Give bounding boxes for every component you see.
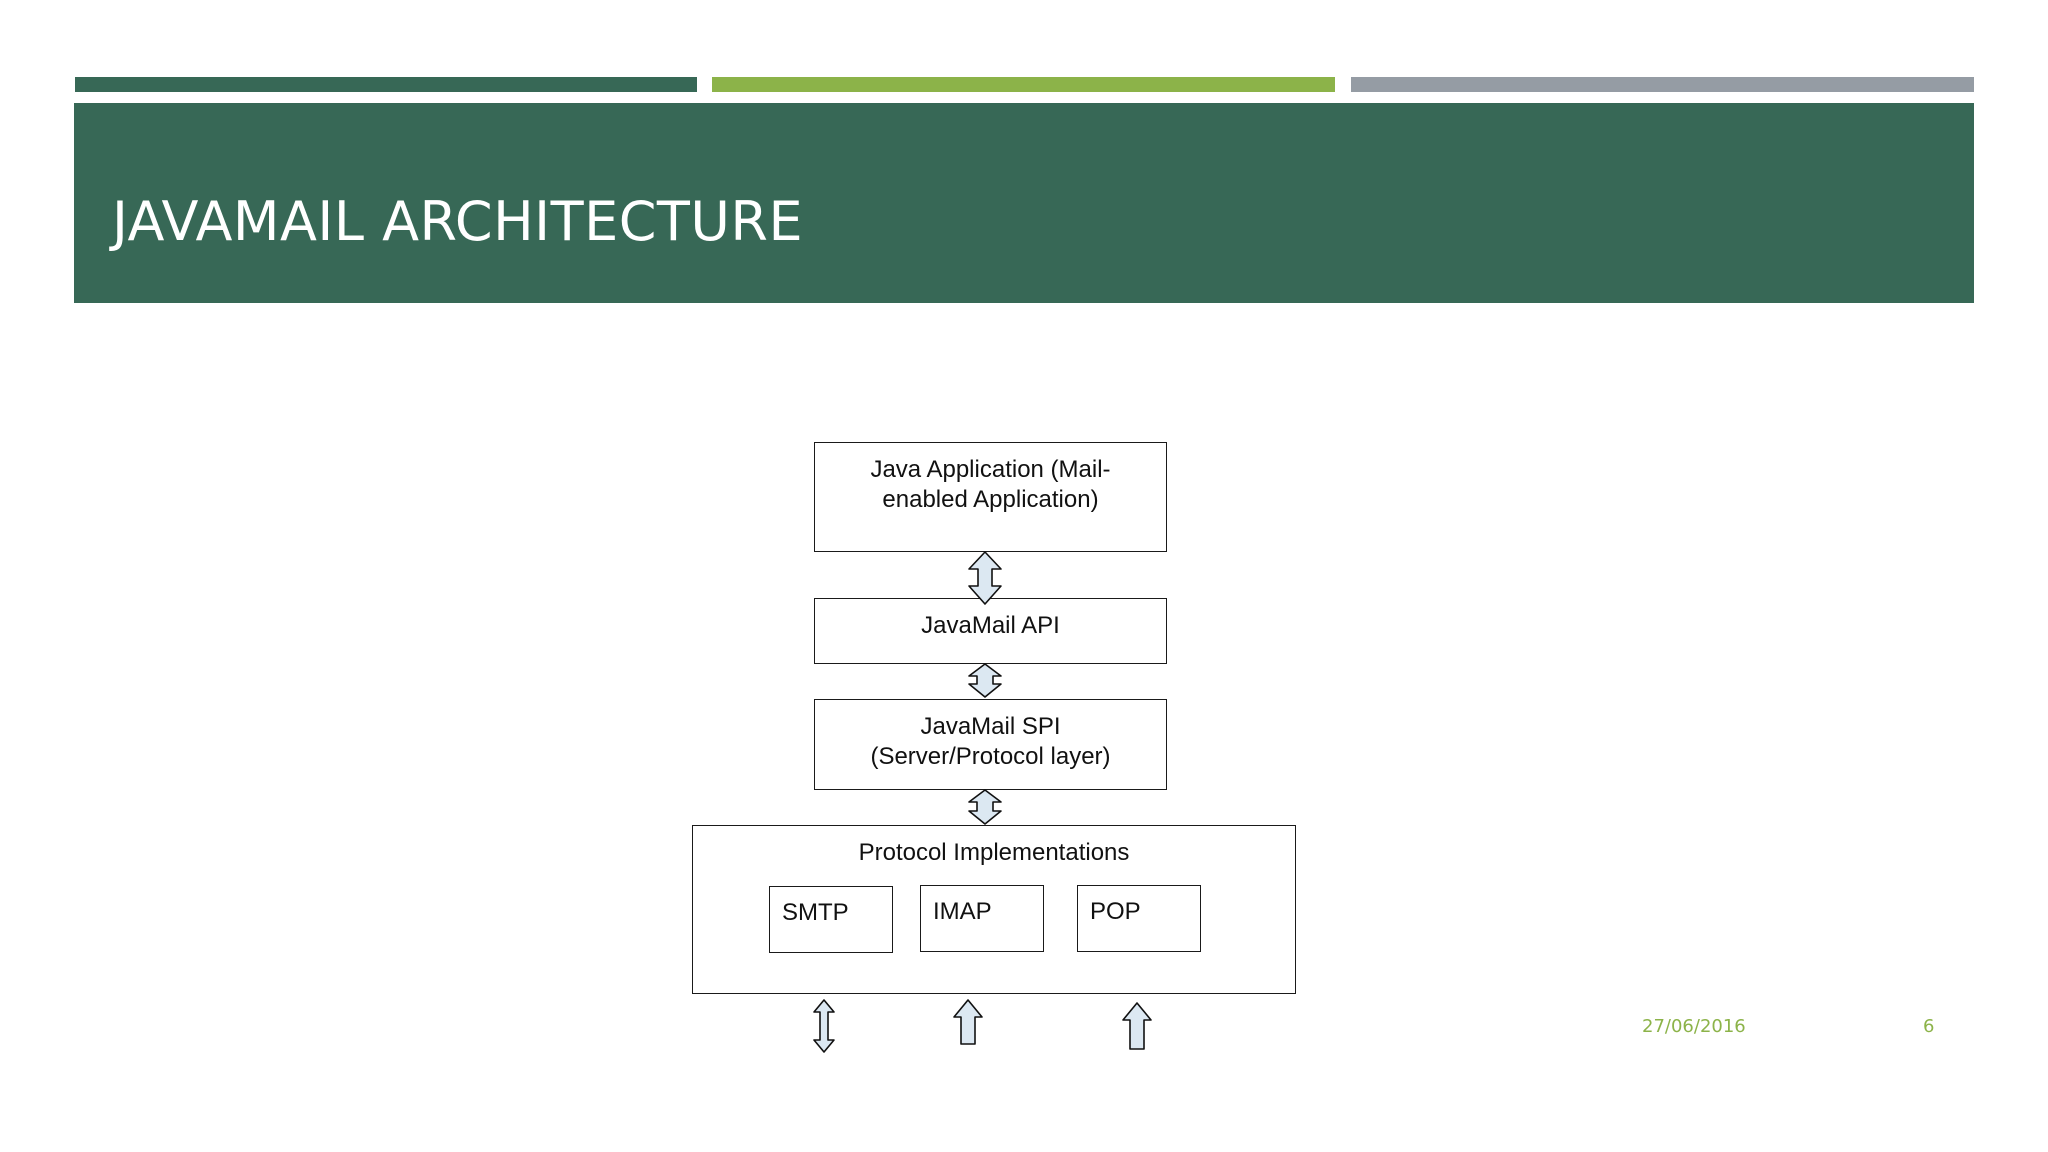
slide-page-number: 6 xyxy=(1923,1016,1935,1037)
double-arrow-icon xyxy=(813,999,835,1053)
protocol-label: SMTP xyxy=(782,899,849,926)
protocol-box-pop: POP xyxy=(1077,885,1201,952)
layer-label-line: JavaMail SPI xyxy=(920,713,1061,740)
accent-bar-light-green xyxy=(712,77,1335,92)
layer-label-line: JavaMail API xyxy=(921,612,1060,639)
double-arrow-icon xyxy=(968,551,1002,605)
title-band: JAVAMAIL ARCHITECTURE xyxy=(74,103,1974,303)
accent-bar-dark-green xyxy=(75,77,697,92)
protocol-label: IMAP xyxy=(933,898,992,925)
layer-box-java-application: Java Application (Mail- enabled Applicat… xyxy=(814,442,1167,552)
layer-label-line: enabled Application) xyxy=(882,486,1099,513)
up-arrow-icon xyxy=(1122,1002,1152,1050)
protocol-implementations-label: Protocol Implementations xyxy=(858,839,1130,866)
slide-date: 27/06/2016 xyxy=(1642,1016,1746,1037)
protocol-box-imap: IMAP xyxy=(920,885,1044,952)
accent-bar-gray xyxy=(1351,77,1974,92)
layer-label-line: Java Application (Mail- xyxy=(870,456,1111,483)
up-arrow-icon xyxy=(953,999,983,1045)
protocol-box-smtp: SMTP xyxy=(769,886,893,953)
layer-label-line: (Server/Protocol layer) xyxy=(870,743,1111,770)
slide-title: JAVAMAIL ARCHITECTURE xyxy=(112,190,804,253)
layer-box-javamail-spi: JavaMail SPI (Server/Protocol layer) xyxy=(814,699,1167,790)
protocol-implementations-box: Protocol Implementations SMTP IMAP POP xyxy=(692,825,1296,994)
protocol-label: POP xyxy=(1090,898,1141,925)
double-arrow-icon xyxy=(968,789,1002,825)
double-arrow-icon xyxy=(968,663,1002,698)
